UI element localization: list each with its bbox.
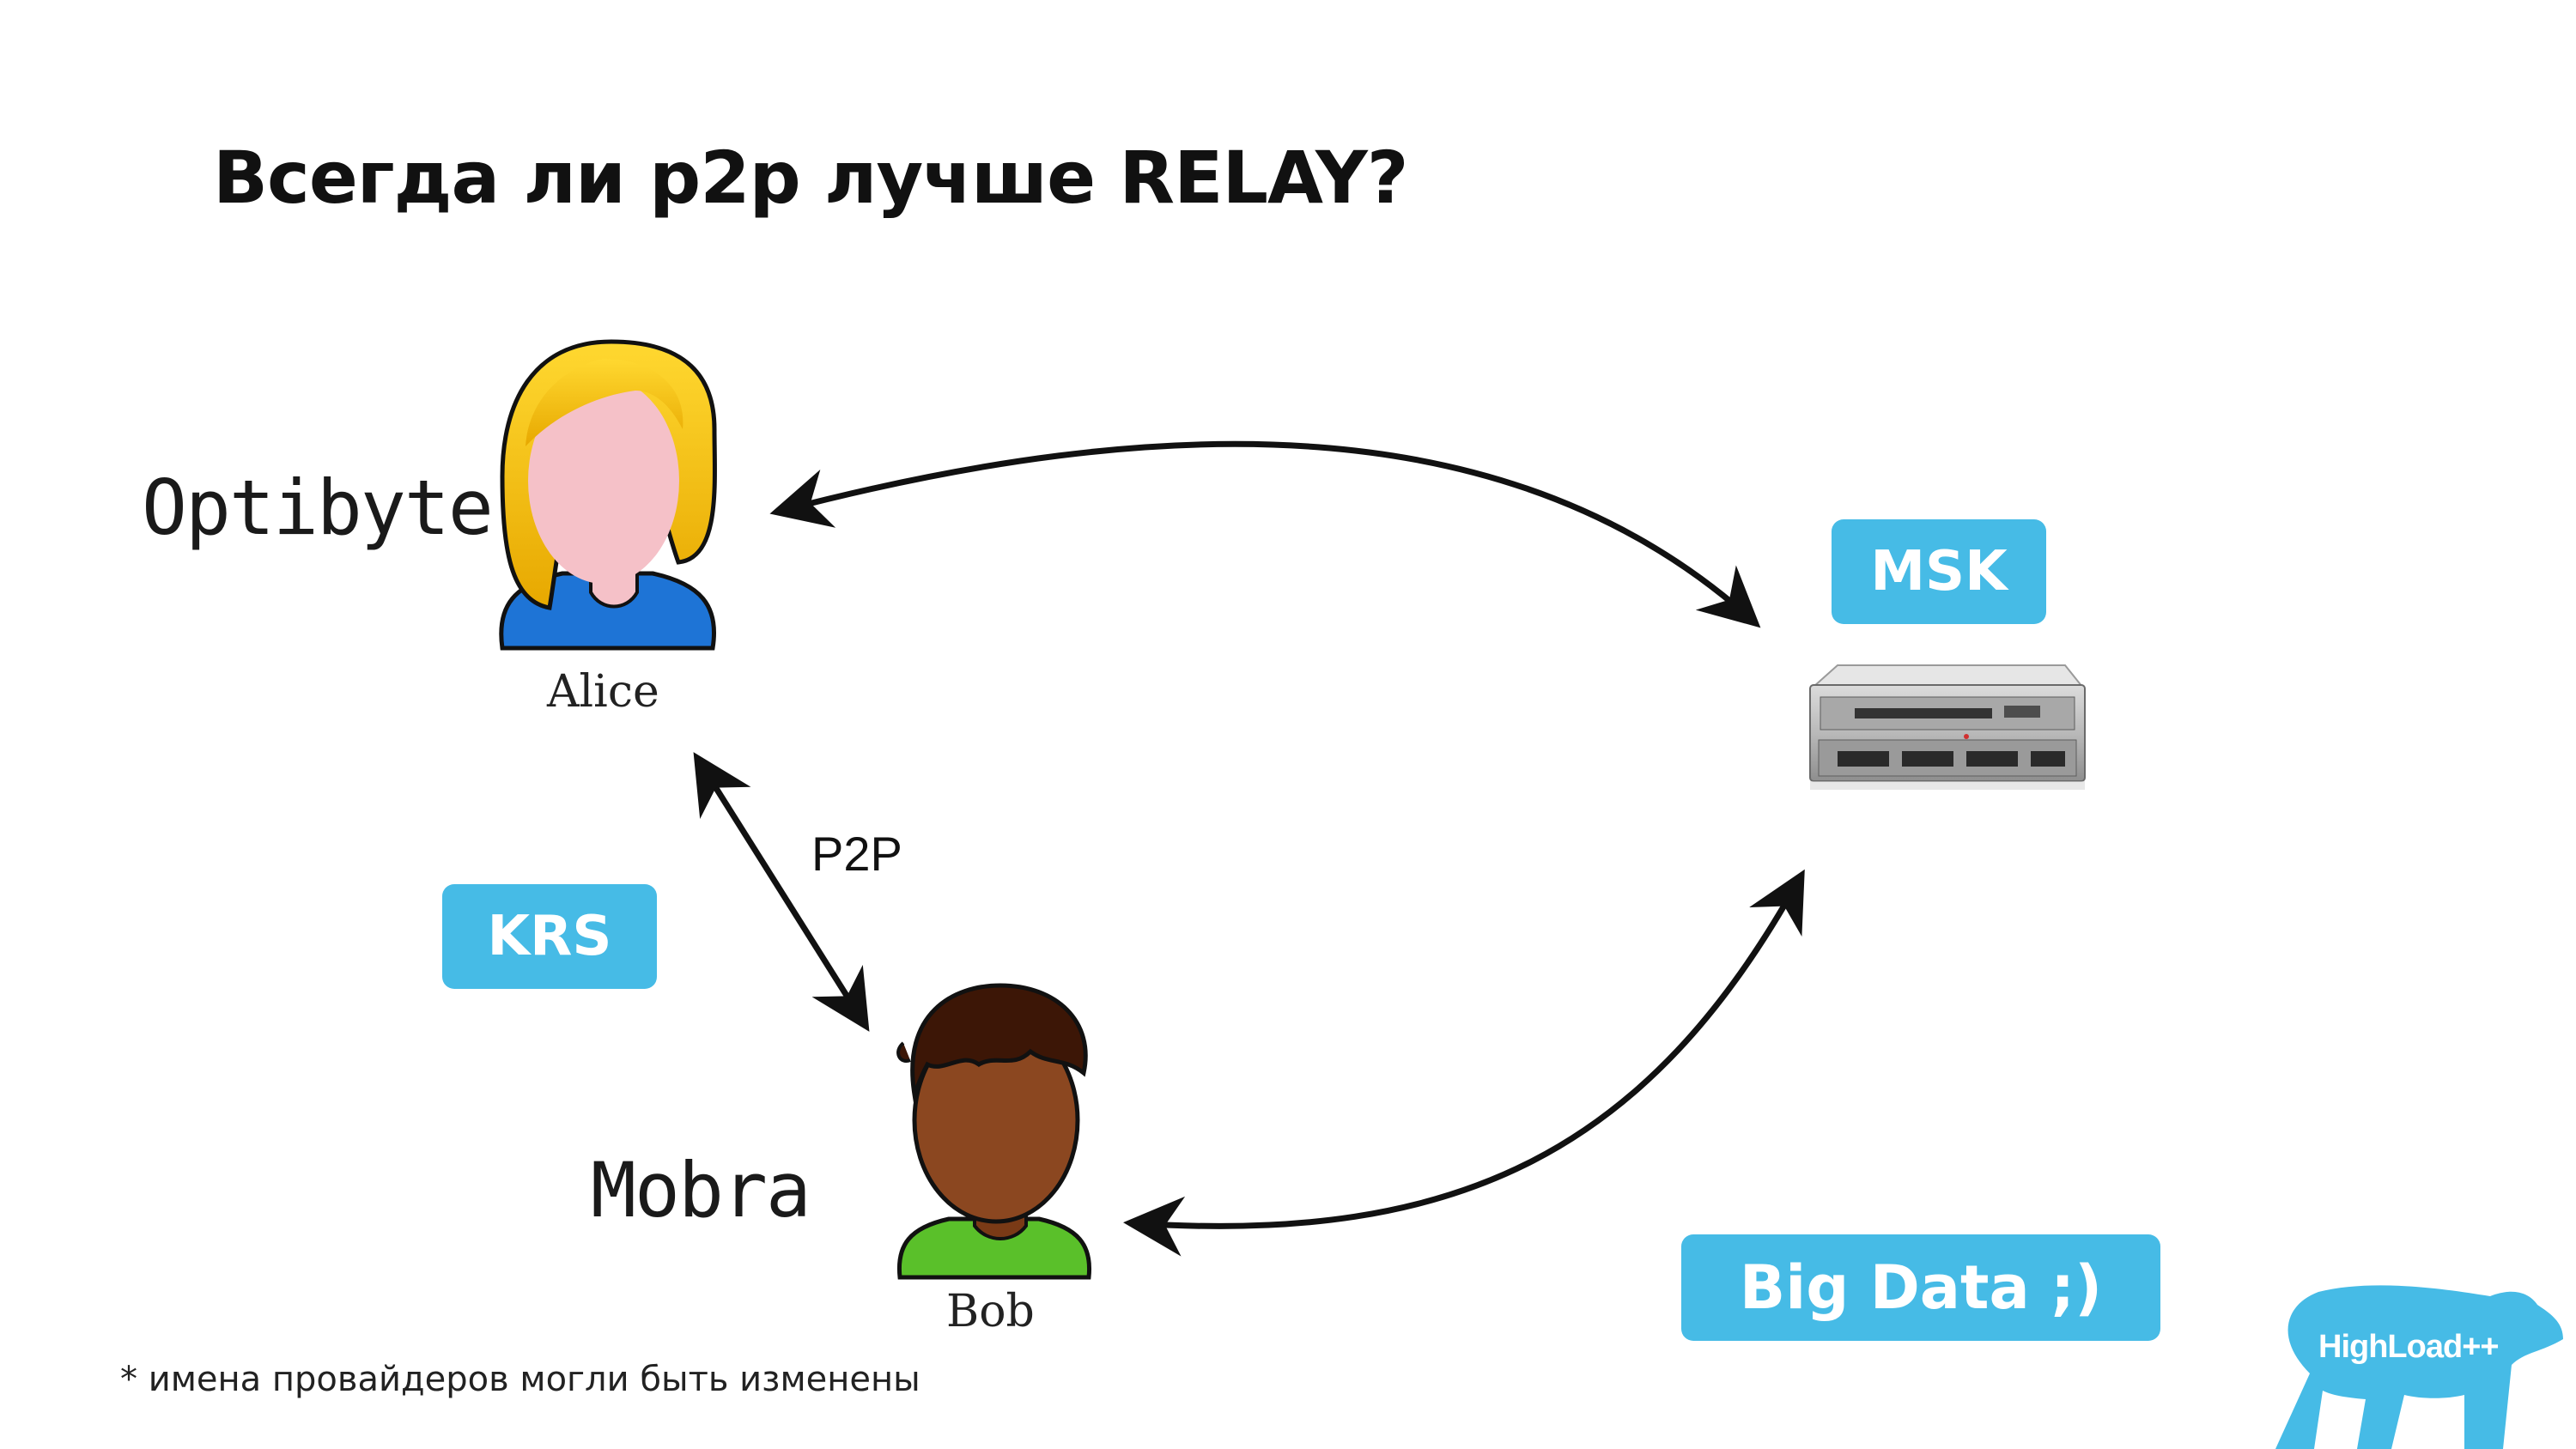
arrow-msk-bob: [1123, 869, 1805, 1257]
highload-logo-text: HighLoad++: [2318, 1329, 2500, 1365]
slide-title: Всегда ли p2p лучше RELAY?: [213, 136, 1408, 220]
arrow-alice-msk: [769, 440, 1761, 628]
big-data-badge: Big Data ;): [1681, 1234, 2160, 1341]
person-name-alice: Alice: [547, 666, 659, 718]
bob-avatar: [896, 983, 1092, 1280]
provider-label-bob: Mobra: [591, 1146, 811, 1234]
footnote: * имена провайдеров могли быть изменены: [120, 1360, 920, 1399]
alice-avatar: [499, 339, 717, 651]
arrow-p2p: [693, 752, 870, 1032]
server-icon: [1809, 664, 2086, 790]
krs-badge: KRS: [442, 884, 657, 989]
provider-label-alice: Optibyte: [142, 464, 494, 552]
p2p-edge-label: P2P: [811, 827, 902, 881]
msk-badge: MSK: [1832, 519, 2046, 624]
highload-logo: [2275, 1285, 2563, 1449]
person-name-bob: Bob: [946, 1286, 1035, 1337]
